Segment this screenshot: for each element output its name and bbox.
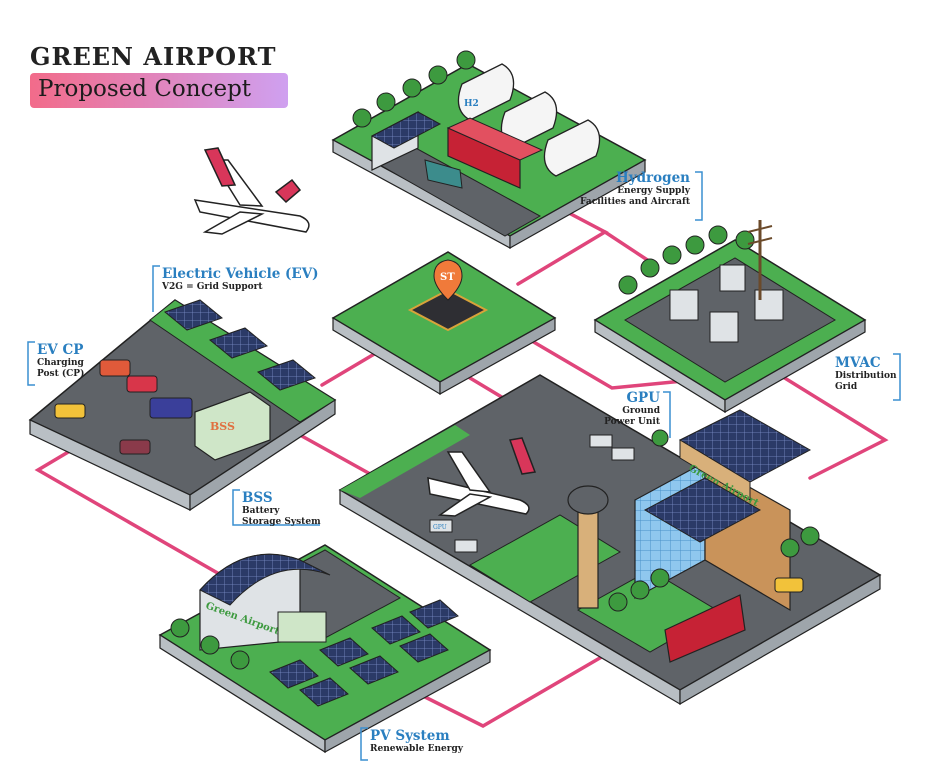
link-ev-to-pv: [34, 443, 237, 585]
label-bss-line1: Battery: [242, 506, 280, 516]
label-hydrogen-line1: Energy Supply: [617, 186, 690, 196]
label-evcp-title: EV CP: [37, 342, 84, 358]
label-ev-title: Electric Vehicle (EV): [162, 266, 319, 282]
link-pv-to-terminal: [413, 653, 607, 728]
label-evcp: EV CP Charging Post (CP): [37, 342, 137, 380]
pv-platform: Green Airport: [158, 544, 492, 754]
page-title: GREEN AIRPORT: [30, 42, 277, 71]
ev-platform: BSS: [28, 299, 337, 512]
page-subtitle: Proposed Concept: [38, 76, 252, 102]
label-gpu-line1: Ground: [622, 406, 660, 416]
link-hub-to-ev: [320, 351, 378, 387]
link-ev-to-airfield: [298, 433, 374, 477]
label-bss-title: BSS: [242, 490, 273, 506]
label-evcp-line1: Charging: [37, 358, 84, 368]
mvac-platform: [593, 220, 867, 414]
label-pv-title: PV System: [370, 728, 450, 744]
label-ev-line1: V2G = Grid Support: [162, 282, 263, 292]
hydrogen-platform: H2: [331, 50, 647, 250]
label-hydrogen-title: Hydrogen: [616, 170, 690, 186]
label-hydrogen: Hydrogen Energy Supply Facilities and Ai…: [560, 170, 690, 208]
label-gpu: GPU Ground Power Unit: [590, 390, 660, 428]
label-pv-line1: Renewable Energy: [370, 744, 464, 754]
subtitle-badge: Proposed Concept: [30, 73, 288, 108]
label-mvac-line1: Distribution: [835, 371, 897, 381]
label-hydrogen-line2: Facilities and Aircraft: [580, 197, 690, 207]
label-mvac: MVAC Distribution Grid: [835, 355, 897, 393]
label-gpu-title: GPU: [626, 390, 660, 406]
label-bss: BSS Battery Storage System: [242, 490, 332, 528]
central-hub-platform: ST: [331, 251, 557, 396]
gpu-cart-label: GPU: [433, 524, 447, 531]
label-pv: PV System Renewable Energy: [370, 728, 490, 755]
label-bss-line2: Storage System: [242, 517, 321, 527]
label-brackets: [27, 171, 901, 761]
label-ev: Electric Vehicle (EV) V2G = Grid Support: [162, 266, 362, 293]
label-evcp-line2: Post (CP): [37, 369, 85, 379]
label-mvac-title: MVAC: [835, 355, 881, 371]
label-gpu-line2: Power Unit: [604, 417, 660, 427]
airplane-icon: [193, 147, 310, 235]
airfield-platform: GPU Green Airport: [338, 374, 882, 706]
label-mvac-line2: Grid: [835, 382, 858, 392]
h2-tank-label: H2: [464, 99, 479, 109]
chip-label: ST: [440, 272, 455, 283]
bss-box-label: BSS: [210, 420, 235, 433]
